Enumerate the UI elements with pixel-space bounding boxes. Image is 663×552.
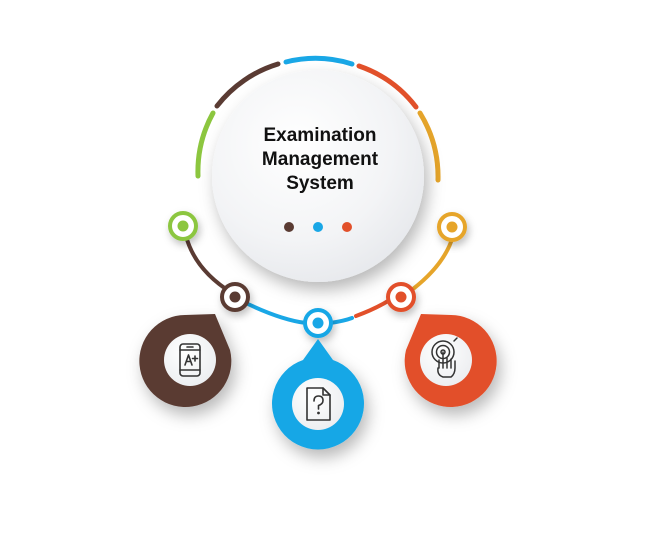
central-circle (212, 70, 424, 282)
center-dot-blue (313, 222, 323, 232)
node-brown-teardrop (139, 314, 232, 407)
ring-node-brown (220, 282, 250, 312)
title-line-2: Management (261, 149, 379, 170)
ring-node-red (386, 282, 416, 312)
node-orange-teardrop (404, 314, 497, 407)
outer-arc-red (356, 63, 419, 110)
connector-arc-red (354, 299, 390, 318)
smartphone-grade-a-plus-icon (179, 343, 201, 377)
ring-node-green (168, 211, 198, 241)
outer-arc-brown (214, 61, 281, 109)
outer-arc-green (195, 110, 216, 179)
outer-arc-gold (417, 110, 441, 183)
node-blue-teardrop (272, 339, 364, 450)
title-line-1: Examination (263, 125, 377, 146)
ring-node-gold (437, 212, 467, 242)
connector-arc-brown (184, 234, 234, 295)
connector-arc-gold (411, 234, 455, 291)
outer-arc-blue (283, 55, 355, 67)
touch-target-hand-icon (431, 337, 458, 378)
central-title: Examination Management System (222, 124, 418, 196)
ring-node-blue (303, 308, 333, 338)
question-document-icon (306, 387, 331, 421)
center-dot-brown (284, 222, 294, 232)
connector-arc-blue-2 (328, 316, 354, 325)
connector-arc-blue (246, 302, 308, 325)
center-dot-red (342, 222, 352, 232)
title-line-3: System (286, 173, 354, 194)
